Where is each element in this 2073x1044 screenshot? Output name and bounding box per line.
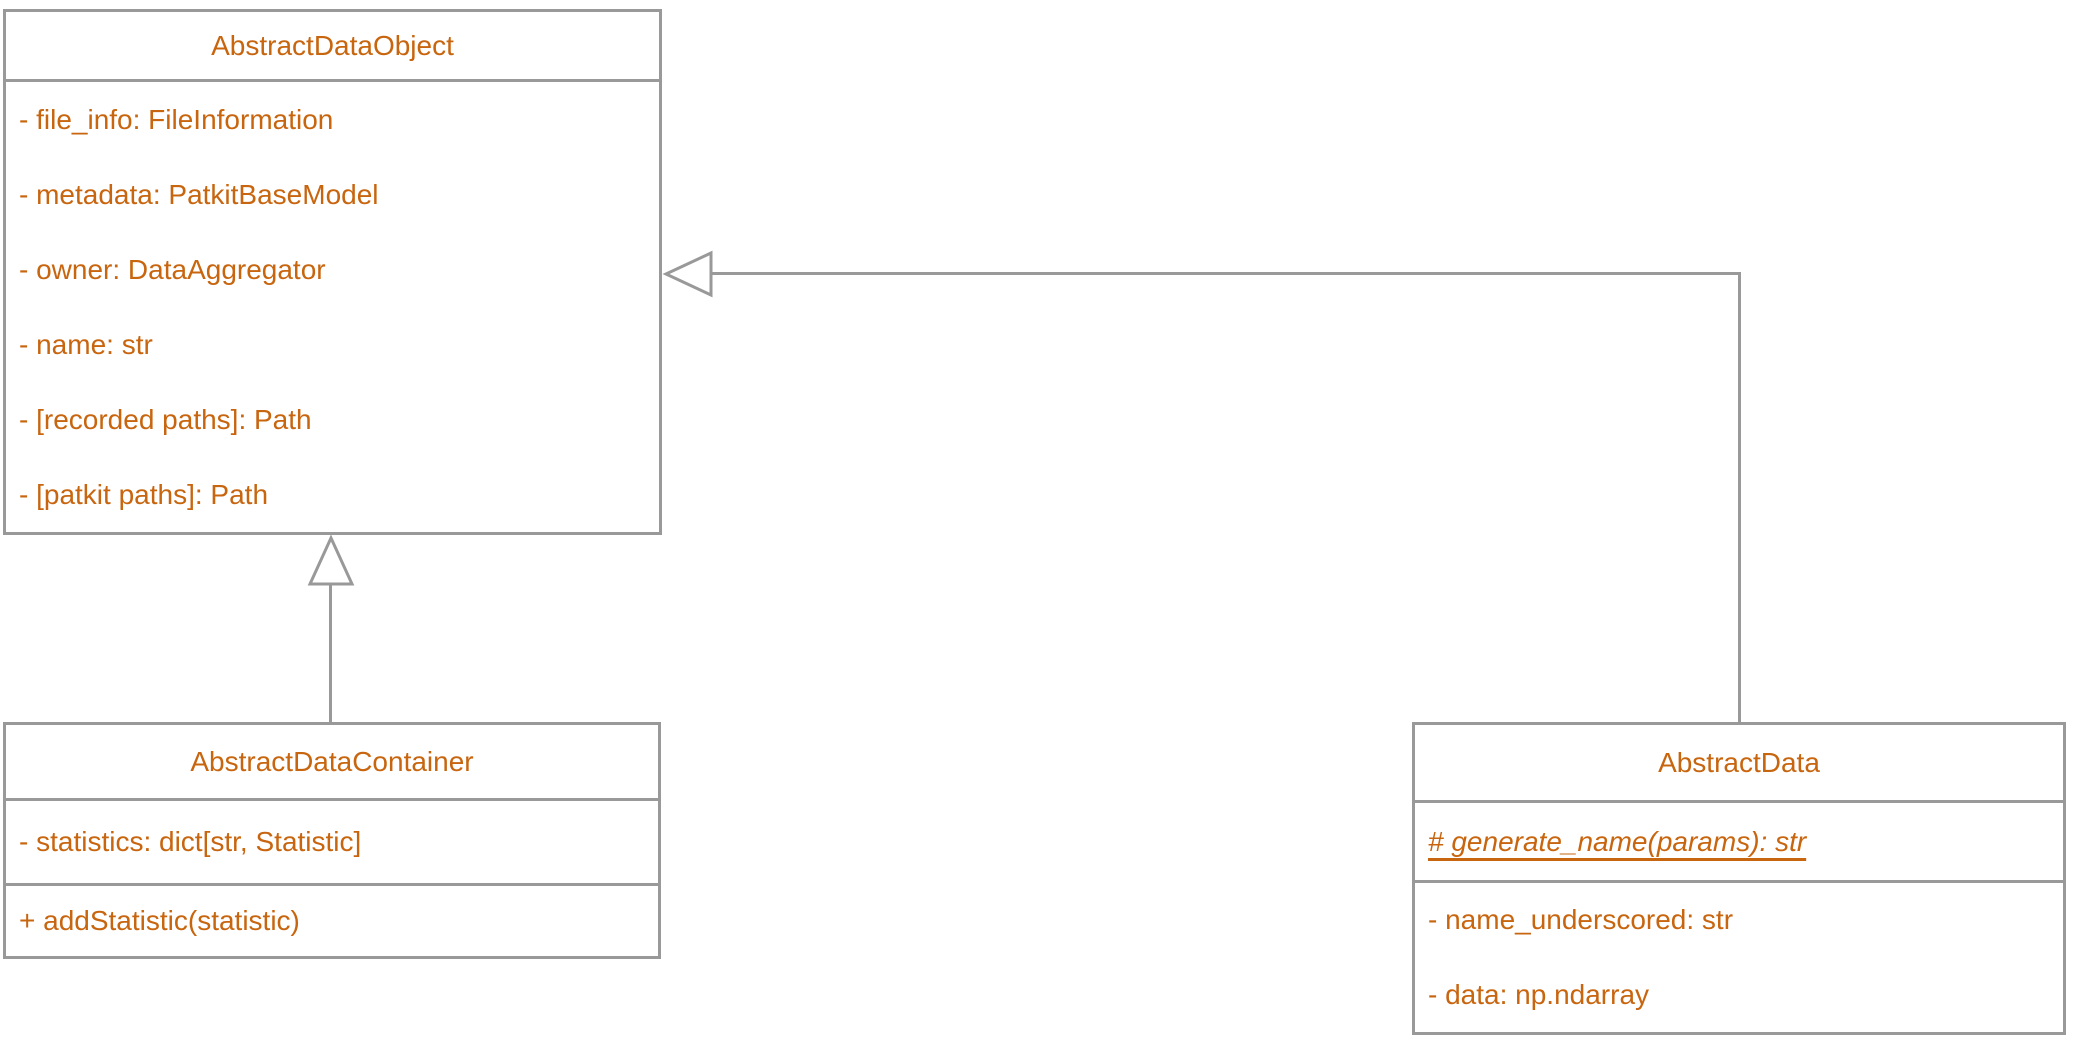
class-title-abstractdata: AbstractData [1658, 746, 1820, 778]
methods-section-abstractdatacontainer: + addStatistic(statistic) [6, 883, 658, 956]
attributes-section-abstractdata: - name_underscored: str - data: np.ndarr… [1415, 880, 2063, 1032]
inheritance-line-data-to-object-horizontal [710, 272, 1741, 275]
class-title-abstractdatacontainer: AbstractDataContainer [190, 745, 474, 777]
inheritance-triangle-up-icon [307, 534, 355, 586]
attribute-row: - name_underscored: str [1428, 904, 1734, 936]
inheritance-line-container-to-object [329, 584, 332, 724]
class-box-abstractdataobject: AbstractDataObject - file_info: FileInfo… [3, 9, 662, 535]
class-box-abstractdata: AbstractData # generate_name(params): st… [1412, 722, 2066, 1035]
attribute-row: - owner: DataAggregator [19, 253, 326, 285]
attribute-row: - data: np.ndarray [1428, 978, 1650, 1010]
methods-section-abstractdata: # generate_name(params): str [1415, 800, 2063, 880]
attributes-section-abstractdataobject: - file_info: FileInformation - metadata:… [6, 79, 659, 532]
attribute-row: - statistics: dict[str, Statistic] [19, 826, 362, 857]
attributes-section-abstractdatacontainer: - statistics: dict[str, Statistic] [6, 798, 658, 883]
static-method-row: # generate_name(params): str [1428, 825, 1807, 857]
attribute-row: - [patkit paths]: Path [19, 478, 269, 510]
attribute-row: - metadata: PatkitBaseModel [19, 178, 379, 210]
inheritance-triangle-left-icon [662, 250, 713, 298]
method-row: + addStatistic(statistic) [19, 905, 300, 936]
inheritance-line-data-to-object-vertical [1738, 272, 1741, 724]
attribute-row: - file_info: FileInformation [19, 103, 334, 135]
attribute-row: - [recorded paths]: Path [19, 403, 312, 435]
class-box-abstractdatacontainer: AbstractDataContainer - statistics: dict… [3, 722, 661, 959]
attribute-row: - name: str [19, 328, 153, 360]
class-title-abstractdataobject: AbstractDataObject [211, 29, 454, 61]
